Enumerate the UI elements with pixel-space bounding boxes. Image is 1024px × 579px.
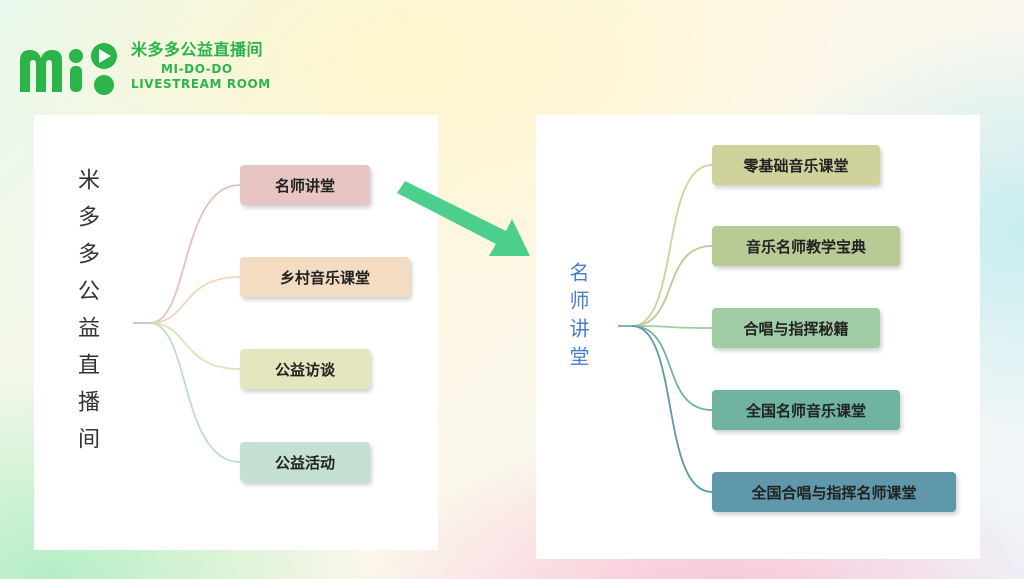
left-node-2: 乡村音乐课堂 (240, 257, 410, 297)
right-branch-4 (631, 325, 713, 411)
left-mindmap-panel (34, 115, 438, 550)
logo-cn-name: 米多多公益直播间 (131, 40, 264, 59)
right-node-5: 全国合唱与指挥名师课堂 (712, 472, 956, 512)
right-node-3: 合唱与指挥秘籍 (712, 308, 880, 348)
right-node-2: 音乐名师教学宝典 (712, 226, 900, 266)
right-branch-2 (631, 245, 713, 327)
right-node-1: 零基础音乐课堂 (712, 145, 880, 185)
left-node-1: 名师讲堂 (240, 165, 370, 205)
right-root-label: 名师讲堂 (566, 262, 590, 374)
mi-logo-icon (20, 43, 117, 95)
brand-logo: 米多多公益直播间 MI-DO-DO LIVESTREAM ROOM (14, 38, 284, 100)
left-branch-1 (149, 184, 241, 324)
right-branch-3 (631, 325, 713, 329)
right-node-4: 全国名师音乐课堂 (712, 390, 900, 430)
logo-en-line1: MI-DO-DO (161, 61, 233, 76)
logo-text: 米多多公益直播间 MI-DO-DO LIVESTREAM ROOM (131, 40, 271, 92)
right-branch-5 (631, 325, 713, 493)
left-root-label: 米多多公益直播间 (74, 168, 99, 464)
left-node-4: 公益活动 (240, 442, 370, 482)
left-branch-4 (149, 322, 241, 463)
left-branch-2 (149, 276, 241, 324)
right-branch-1 (631, 164, 713, 327)
logo-en-line2: LIVESTREAM ROOM (131, 77, 271, 92)
left-branch-3 (149, 322, 241, 370)
left-node-3: 公益访谈 (240, 349, 370, 389)
